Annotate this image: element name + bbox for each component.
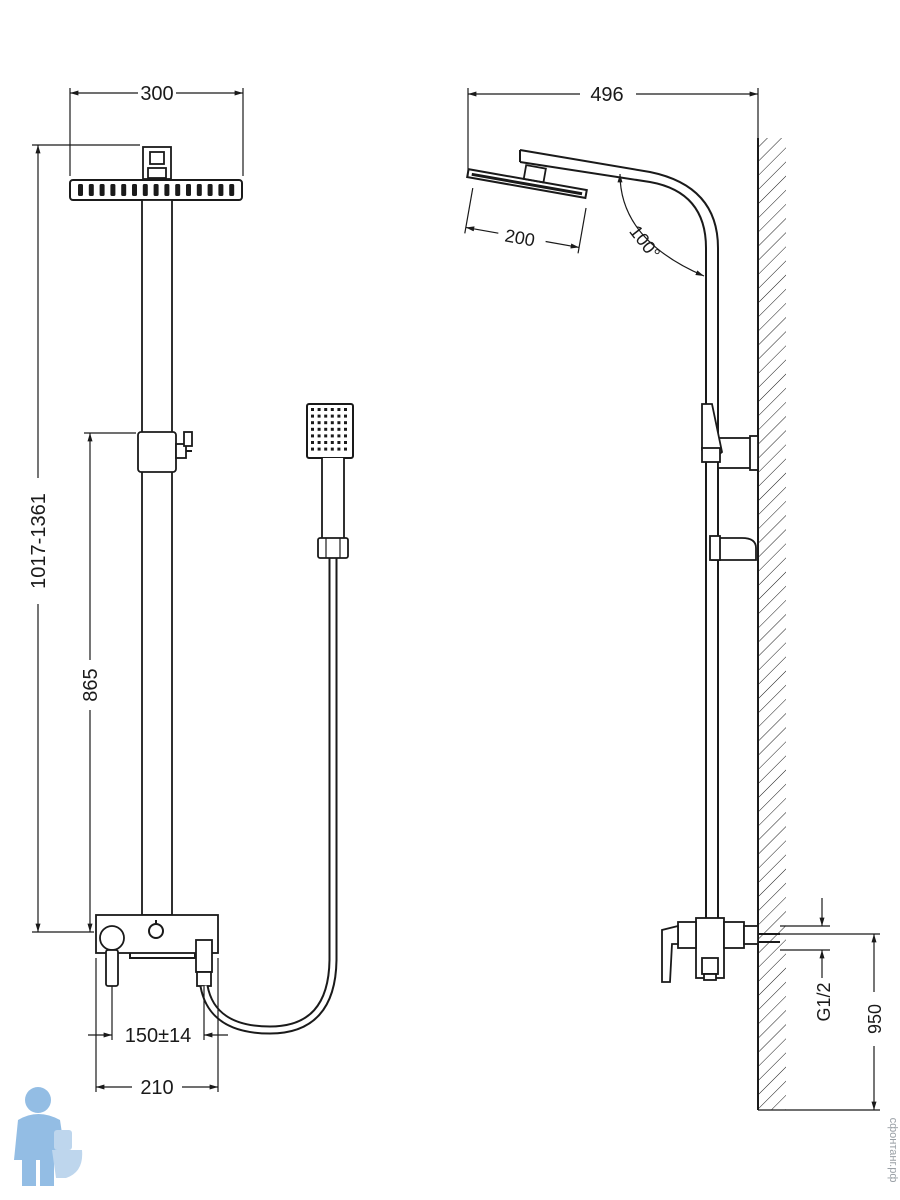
shower-arm-side	[519, 149, 719, 932]
label-total-height: 1017-1361	[28, 493, 50, 589]
label-arm-angle: 100°	[625, 221, 664, 263]
dim-total-height: 1017-1361	[28, 144, 140, 933]
dim-head-diameter: 200	[464, 187, 587, 254]
label-arm-reach: 496	[590, 84, 623, 106]
front-view: 300 1017-1361 865 150±14	[28, 83, 354, 1099]
label-mixer-width: 210	[140, 1077, 173, 1099]
dim-mixer-width: 210	[96, 1077, 218, 1099]
dim-thread: G1/2	[780, 898, 834, 1022]
dim-mixer-spacing: 150±14	[88, 958, 228, 1092]
side-view: 496 200 100° G1/2 950	[464, 84, 885, 1111]
label-thread: G1/2	[814, 982, 834, 1021]
dim-inlet-height: 950	[758, 933, 885, 1111]
mixer-body-side	[661, 917, 780, 983]
plumber-mascot-logo	[14, 1087, 83, 1186]
label-head-diameter: 200	[503, 226, 536, 251]
rain-shower-head-side	[466, 164, 588, 200]
label-mixer-spacing: 150±14	[125, 1025, 192, 1047]
label-slider-height: 865	[80, 668, 102, 701]
rain-shower-head-front	[69, 146, 243, 201]
label-inlet-height: 950	[865, 1004, 885, 1034]
hand-shower-nozzles	[311, 408, 347, 451]
shower-riser-bar	[141, 199, 173, 916]
hand-shower-front	[306, 403, 354, 559]
dim-slider-height: 865	[80, 432, 136, 932]
head-nozzles	[78, 184, 235, 196]
mixer-body-front	[95, 914, 219, 987]
dim-head-width: 300	[69, 83, 244, 176]
site-watermark: сфонтанг.рф	[887, 1118, 899, 1183]
label-head-width: 300	[140, 83, 173, 105]
dim-arm-reach: 496	[467, 84, 759, 176]
wall-section	[757, 138, 786, 1110]
wall-bracket-side	[701, 403, 759, 561]
shower-hose	[199, 558, 338, 1035]
slider-bracket	[137, 431, 193, 473]
